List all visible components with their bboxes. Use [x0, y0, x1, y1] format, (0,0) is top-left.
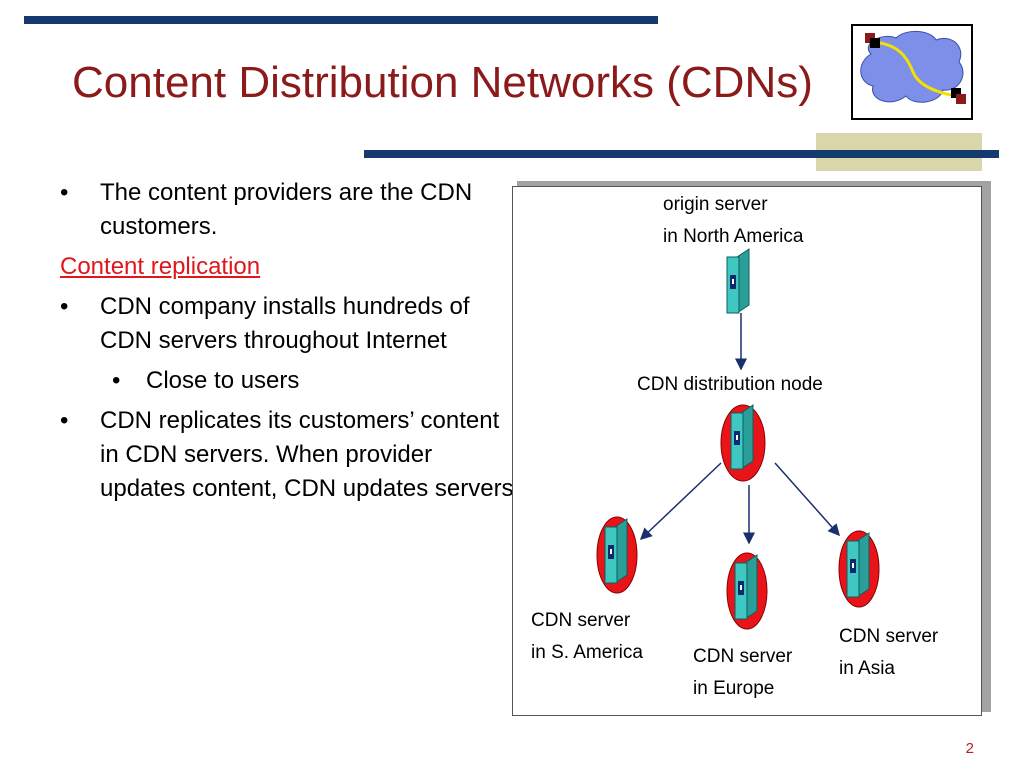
bullet-dot: •	[60, 293, 69, 320]
origin-server-icon	[726, 248, 750, 314]
origin-label-line2: in North America	[663, 226, 804, 247]
bullet-text: Close to users	[146, 367, 300, 394]
top-accent-bar	[24, 16, 658, 24]
network-cloud-logo-icon	[851, 24, 973, 120]
slide-title: Content Distribution Networks (CDNs)	[72, 58, 813, 107]
bullet-dot: •	[60, 179, 69, 206]
distribution-node-label: CDN distribution node	[637, 374, 823, 395]
cdn-diagram: origin server in North America CDN distr…	[512, 186, 982, 716]
origin-label-line1: origin server	[663, 194, 768, 215]
sa-label-line1: CDN server	[531, 610, 631, 631]
bullet-text: The content providers are the CDN custom…	[100, 179, 473, 240]
node-to-asia-arrow	[774, 462, 840, 537]
bullet-dot: •	[60, 407, 69, 434]
asia-server-icon	[838, 530, 880, 608]
bullet-text: CDN replicates its customers’ content in…	[100, 407, 514, 502]
sa-label-line2: in S. America	[531, 642, 643, 663]
content-replication-heading: Content replication	[60, 253, 261, 280]
bullet-dot: •	[112, 367, 121, 394]
eu-label-line2: in Europe	[693, 678, 775, 699]
sub-bullet-item: • Close to users	[60, 364, 515, 398]
page-number: 2	[965, 740, 974, 757]
left-decorative-stripes	[0, 0, 52, 768]
asia-label-line2: in Asia	[839, 658, 895, 679]
bullet-item: • The content providers are the CDN cust…	[60, 176, 515, 244]
distribution-node-icon	[720, 404, 766, 482]
cdn-diagram-graphics	[596, 248, 880, 630]
bullet-item: • CDN replicates its customers’ content …	[60, 404, 515, 506]
asia-label-line1: CDN server	[839, 626, 939, 647]
bullet-text: CDN company installs hundreds of CDN ser…	[100, 293, 470, 354]
node-to-sa-arrow	[639, 462, 722, 541]
bullet-item: • CDN company installs hundreds of CDN s…	[60, 290, 515, 358]
bullet-list: • The content providers are the CDN cust…	[60, 176, 515, 512]
eu-server-icon	[726, 552, 768, 630]
sa-server-icon	[596, 516, 638, 594]
title-accent-bar	[364, 150, 999, 158]
eu-label-line1: CDN server	[693, 646, 793, 667]
